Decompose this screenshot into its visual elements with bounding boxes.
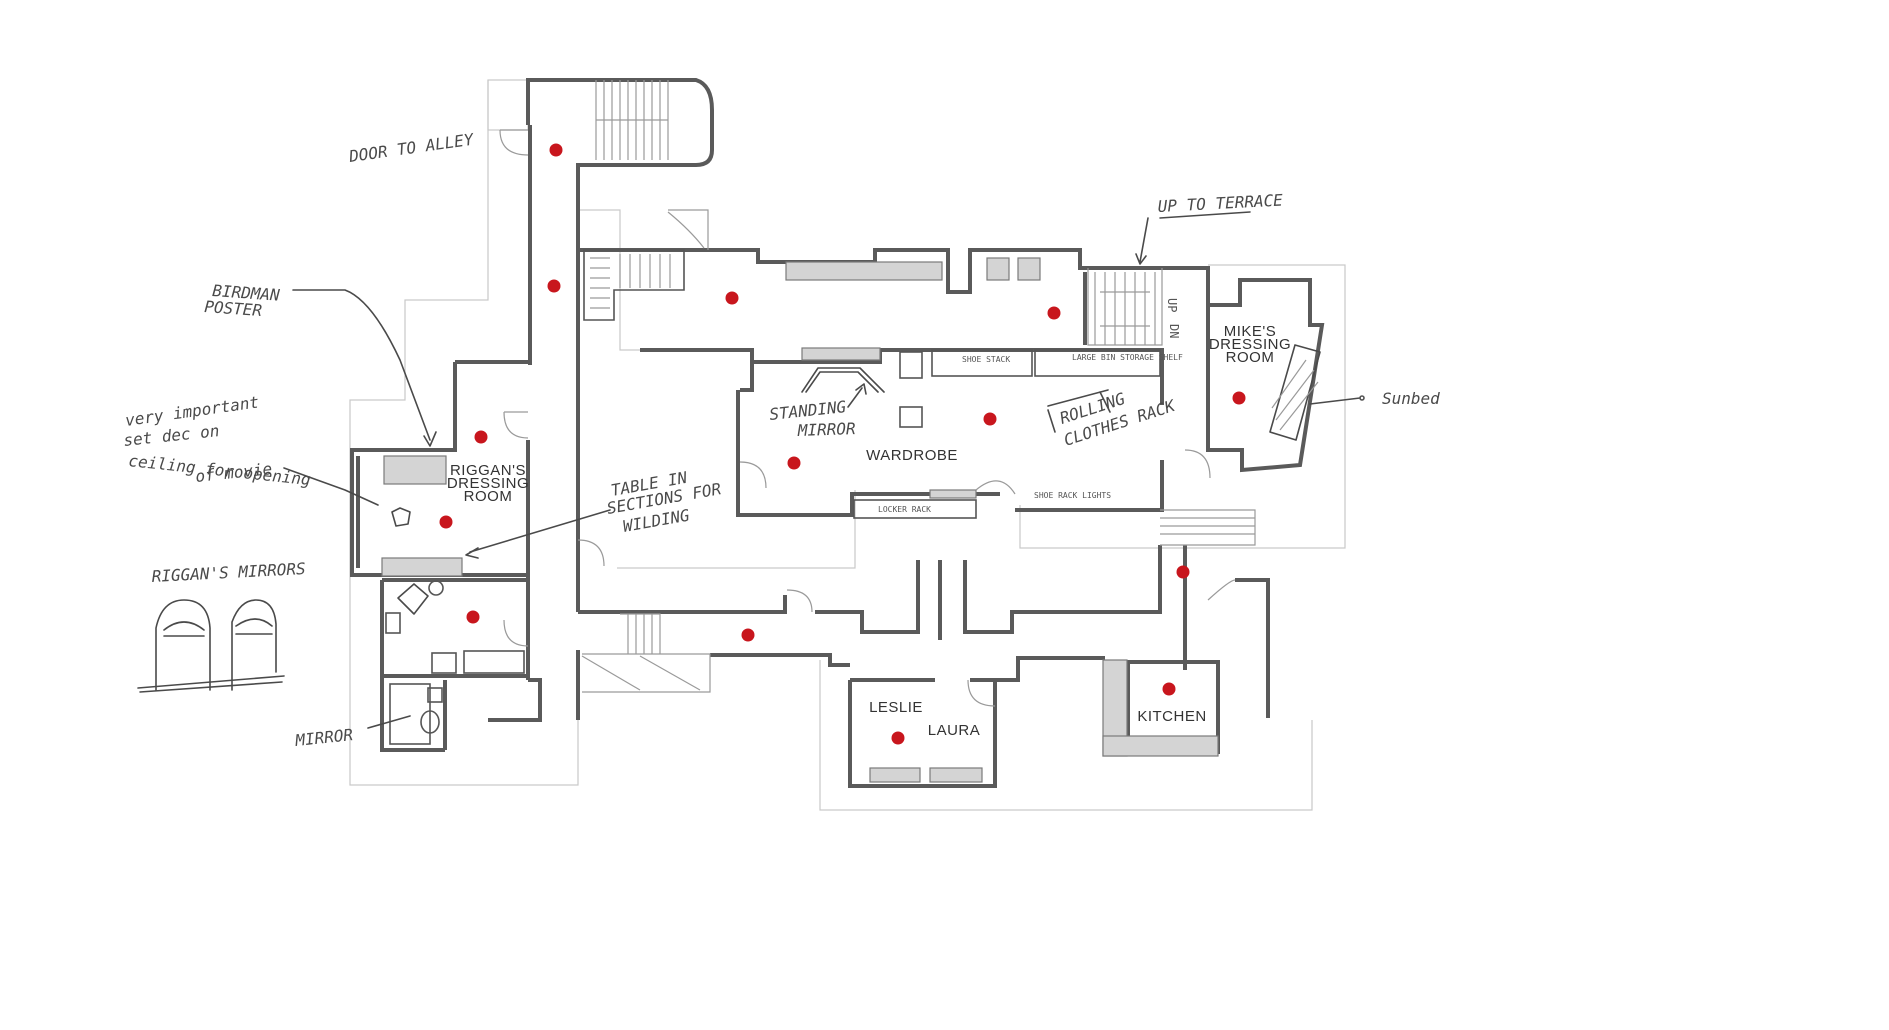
walls bbox=[350, 78, 1325, 788]
door-to-alley-note: DOOR TO ALLEY bbox=[347, 130, 476, 167]
location-marker-riggan-lower bbox=[439, 515, 453, 529]
shelf-label-bin-storage: LARGE BIN STORAGE SHELF bbox=[1072, 353, 1183, 362]
birdman-poster-note-1: BIRDMAN bbox=[212, 281, 281, 305]
kitchen-label: KITCHEN bbox=[1137, 708, 1206, 725]
standing-mirror-note-2: MIRROR bbox=[796, 419, 855, 440]
location-marker-upper-hall bbox=[725, 291, 739, 305]
leslie-label: LESLIE bbox=[869, 699, 923, 716]
built-ins bbox=[381, 257, 1219, 783]
mike-room-label-3: ROOM bbox=[1226, 349, 1275, 366]
up-to-terrace-note: UP TO TERRACE bbox=[1157, 190, 1283, 216]
location-marker-upper-hall-east bbox=[1047, 306, 1061, 320]
shelf-label-shoe-rack-lights: SHOE RACK LIGHTS bbox=[1034, 491, 1111, 500]
location-marker-riggan-upper bbox=[474, 430, 488, 444]
location-marker-mike-room bbox=[1232, 391, 1246, 405]
room-labels: RIGGAN'S DRESSING ROOM WARDROBE MIKE'S D… bbox=[447, 323, 1291, 739]
shelf-label-shoe-stack: SHOE STACK bbox=[962, 355, 1010, 364]
stair-up-label: UP bbox=[1165, 298, 1179, 312]
stair-dn-label: DN bbox=[1167, 324, 1181, 338]
location-marker-wardrobe-west bbox=[787, 456, 801, 470]
riggans-mirrors-note: RIGGAN'S MIRRORS bbox=[151, 559, 306, 586]
location-marker-wardrobe-center bbox=[983, 412, 997, 426]
location-marker-leslie-laura bbox=[891, 731, 905, 745]
location-marker-south-corridor bbox=[741, 628, 755, 642]
mike-room-label-2: DRESSING bbox=[1209, 336, 1291, 353]
location-marker-corridor-mid bbox=[547, 279, 561, 293]
location-marker-bath-room bbox=[466, 610, 480, 624]
doors bbox=[499, 129, 1236, 707]
location-markers bbox=[439, 143, 1246, 745]
shelf-labels: SHOE STACK LARGE BIN STORAGE SHELF LOCKE… bbox=[878, 353, 1183, 514]
riggan-room-label-2: DRESSING bbox=[447, 475, 529, 492]
riggan-room-label-3: ROOM bbox=[464, 488, 513, 505]
stairs bbox=[581, 80, 1256, 693]
mike-room-label-1: MIKE'S bbox=[1224, 323, 1277, 340]
laura-label: LAURA bbox=[928, 722, 981, 739]
birdman-poster-note-2: POSTER bbox=[204, 297, 263, 320]
annotation-leaders bbox=[283, 211, 1365, 729]
riggan-room-label-1: RIGGAN'S bbox=[450, 462, 526, 479]
mirror-note: MIRROR bbox=[293, 725, 353, 750]
wardrobe-label: WARDROBE bbox=[866, 447, 958, 464]
riggans-mirrors-sketch bbox=[137, 599, 285, 693]
location-marker-east-corridor bbox=[1176, 565, 1190, 579]
location-marker-alley-corridor bbox=[549, 143, 563, 157]
site-outline bbox=[349, 79, 1346, 811]
location-marker-kitchen bbox=[1162, 682, 1176, 696]
sunbed-note: Sunbed bbox=[1382, 389, 1440, 408]
shelf-label-locker-rack: LOCKER RACK bbox=[878, 505, 931, 514]
